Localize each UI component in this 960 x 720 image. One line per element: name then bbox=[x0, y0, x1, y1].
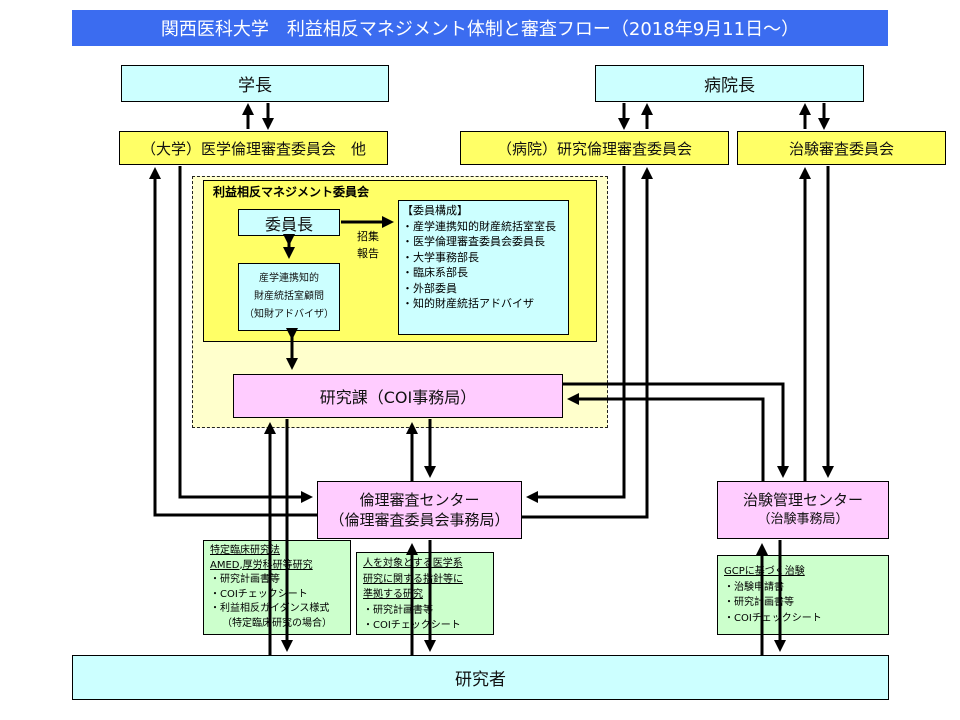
notice-label: 招集 報告 bbox=[357, 228, 379, 262]
ethics-center-sub: （倫理審査委員会事務局） bbox=[329, 511, 510, 529]
notice-convene: 招集 bbox=[357, 230, 379, 243]
clinical-trial-committee-label: 治験審査委員会 bbox=[788, 139, 894, 158]
notice-report: 報告 bbox=[357, 247, 379, 260]
doc-item: ・治験申請書 bbox=[724, 581, 784, 593]
univ-ethics-committee-box: （大学）医学倫理審査委員会 他 bbox=[119, 131, 388, 165]
doc-heading: 人を対象とする医学系 bbox=[363, 558, 463, 569]
doc-box-gcp-trial: GCPに基づく治験 ・治験申請書 ・研究計画書等 ・COIチェックシート bbox=[717, 555, 889, 635]
researcher-box: 研究者 bbox=[72, 655, 889, 700]
hosp-ethics-committee-box: （病院）研究倫理審査委員会 bbox=[460, 131, 729, 165]
coi-committee-title: 利益相反マネジメント委員会 bbox=[213, 185, 370, 199]
clinical-trial-committee-box: 治験審査委員会 bbox=[737, 131, 946, 165]
univ-ethics-committee-label: （大学）医学倫理審査委員会 他 bbox=[140, 139, 366, 158]
advisor-line: （知財アドバイザ） bbox=[244, 309, 334, 320]
doc-heading: AMED,厚労科研等研究 bbox=[210, 559, 313, 571]
trial-center-label: 治験管理センター bbox=[742, 491, 863, 509]
president-box: 学長 bbox=[121, 65, 389, 102]
research-office-box: 研究課（COI事務局） bbox=[233, 374, 563, 418]
ethics-center-label: 倫理審査センター bbox=[359, 491, 480, 509]
doc-item: （特定臨床研究の場合） bbox=[222, 617, 332, 629]
doc-item: ・利益相反ガイダンス様式 bbox=[210, 603, 330, 614]
doc-item: ・COIチェックシート bbox=[210, 588, 308, 600]
members-box: 【委員構成】 ・産学連携知的財産統括室室長 ・医学倫理審査委員会委員長 ・大学事… bbox=[398, 200, 569, 335]
page-title: 関西医科大学 利益相反マネジメント体制と審査フロー（2018年9月11日～） bbox=[72, 10, 888, 46]
president-label: 学長 bbox=[238, 76, 272, 96]
chair-label: 委員長 bbox=[264, 214, 313, 234]
chair-box: 委員長 bbox=[238, 209, 340, 236]
members-heading: 【委員構成】 bbox=[402, 204, 468, 217]
advisor-line: 産学連携知的 bbox=[259, 273, 319, 284]
hosp-ethics-committee-label: （病院）研究倫理審査委員会 bbox=[496, 139, 692, 158]
member-item: ・外部委員 bbox=[402, 281, 457, 295]
trial-center-box: 治験管理センター （治験事務局） bbox=[717, 481, 889, 539]
doc-heading: 特定臨床研究法 bbox=[210, 545, 280, 556]
doc-heading: 研究に関する指針等に bbox=[363, 573, 463, 585]
researcher-label: 研究者 bbox=[455, 670, 506, 690]
advisor-box: 産学連携知的 財産統括室顧問 （知財アドバイザ） bbox=[238, 263, 340, 331]
doc-item: ・研究計画書等 bbox=[724, 597, 794, 608]
hospital-director-label: 病院長 bbox=[704, 76, 755, 96]
doc-item: ・COIチェックシート bbox=[363, 620, 461, 631]
doc-heading: GCPに基づく治験 bbox=[724, 566, 805, 577]
ethics-center-box: 倫理審査センター （倫理審査委員会事務局） bbox=[317, 481, 522, 539]
doc-item: ・研究計画書等 bbox=[363, 604, 433, 616]
member-item: ・医学倫理審査委員会委員長 bbox=[402, 235, 545, 248]
doc-item: ・研究計画書等 bbox=[210, 574, 280, 585]
advisor-line: 財産統括室顧問 bbox=[254, 291, 324, 302]
member-item: ・大学事務部長 bbox=[402, 250, 479, 264]
doc-heading: 準拠する研究 bbox=[363, 589, 423, 600]
hospital-director-box: 病院長 bbox=[595, 65, 864, 102]
member-item: ・臨床系部長 bbox=[402, 266, 468, 279]
member-item: ・産学連携知的財産統括室室長 bbox=[402, 219, 556, 233]
member-item: ・知的財産統括アドバイザ bbox=[402, 297, 534, 310]
doc-item: ・COIチェックシート bbox=[724, 612, 822, 624]
doc-box-specified-clinical: 特定臨床研究法 AMED,厚労科研等研究 ・研究計画書等 ・COIチェックシート… bbox=[203, 540, 351, 635]
trial-center-sub: （治験事務局） bbox=[757, 512, 849, 527]
doc-box-medical-research: 人を対象とする医学系 研究に関する指針等に 準拠する研究 ・研究計画書等 ・CO… bbox=[356, 552, 494, 635]
research-office-label: 研究課（COI事務局） bbox=[319, 388, 477, 407]
